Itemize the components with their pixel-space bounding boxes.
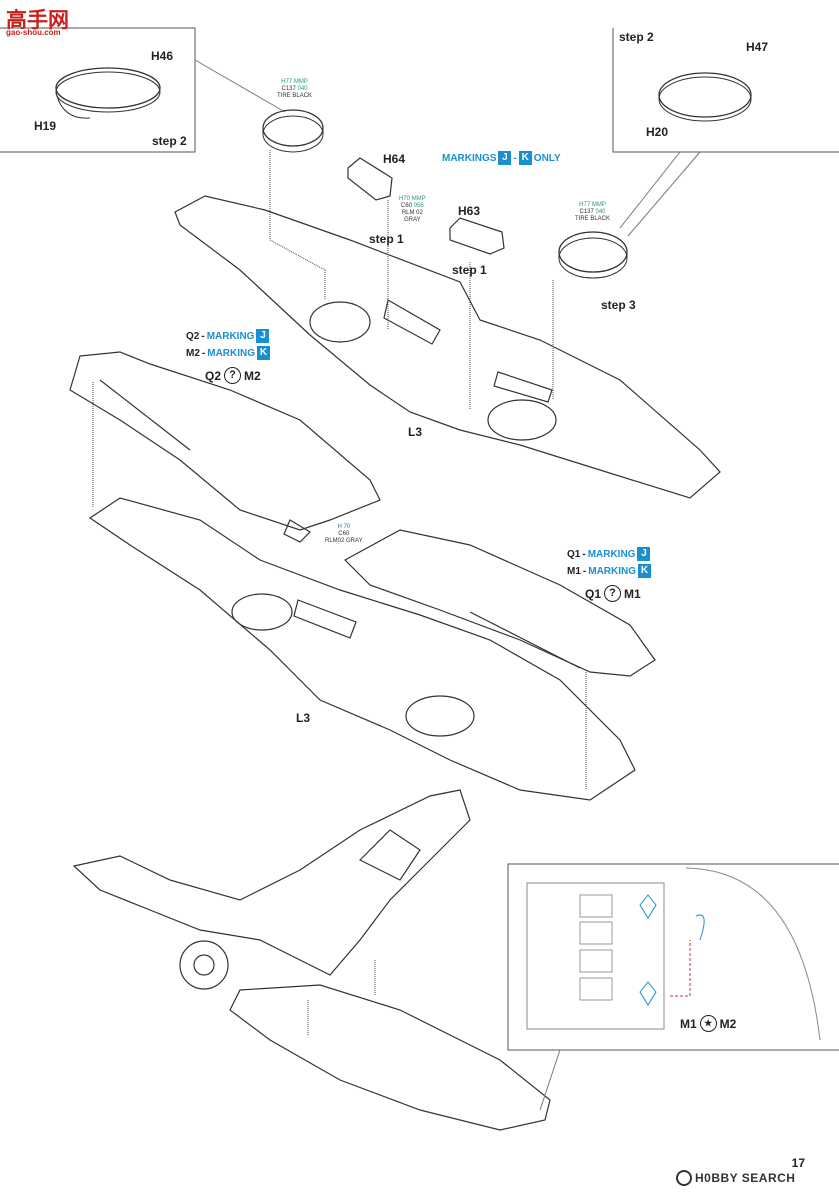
paint-callout-rlm02-bottom: H 70 C60 RLM02 GRAY xyxy=(325,524,363,544)
site-logo: 高手网 gao-shou.com xyxy=(4,4,72,38)
page-number: 17 xyxy=(791,1156,805,1170)
paint-callout-tire-left: H77 MMP C137 040 TIRE BLACK xyxy=(277,79,313,99)
wheel-well-ring-right xyxy=(558,231,628,279)
step-label-3: step 3 xyxy=(601,298,636,312)
part-label-h20: H20 xyxy=(646,125,669,139)
marking-box-j: J xyxy=(498,151,512,165)
marking-q2: Q2 - MARKING J xyxy=(186,329,270,343)
question-icon: ? xyxy=(224,367,242,384)
logo-url: gao-shou.com xyxy=(6,28,61,37)
hobby-search-watermark: H0BBY SEARCH xyxy=(676,1170,795,1186)
upper-wing xyxy=(69,351,381,543)
option-q1-m1: Q1 ? M1 xyxy=(585,585,641,602)
paint-callout-rlm02-top: H70 MMP C60 056 RLM 02 GRAY xyxy=(399,196,426,223)
marking-q1: Q1 - MARKING J xyxy=(567,547,651,561)
part-label-h19: H19 xyxy=(34,119,57,133)
marking-m2: M2 - MARKING K xyxy=(186,346,271,360)
option-mask-m1-m2: M1 ★ M2 xyxy=(680,1015,737,1032)
part-label-l3-bottom: L3 xyxy=(296,711,311,725)
inset-right-ring xyxy=(658,72,752,122)
lower-wing-panel-top xyxy=(174,195,721,499)
marking-box-k: K xyxy=(518,151,532,165)
inset-step-label-left: step 2 xyxy=(152,134,187,148)
markings-only-tag: MARKINGS J - K ONLY xyxy=(442,151,561,165)
marking-m1: M1 - MARKING K xyxy=(567,564,652,578)
part-label-h47: H47 xyxy=(746,40,769,54)
inset-frame-right xyxy=(612,28,839,153)
part-label-h46: H46 xyxy=(151,49,174,63)
lower-wing-panel-middle xyxy=(88,497,636,801)
part-h64 xyxy=(347,157,393,201)
part-label-h64: H64 xyxy=(383,152,406,166)
mask-inset xyxy=(507,863,839,1051)
part-label-l3-top: L3 xyxy=(408,425,423,439)
wheel-well-ring-left xyxy=(262,109,324,153)
assembled-aircraft xyxy=(72,789,551,1131)
hobby-search-logo-icon xyxy=(676,1170,692,1186)
paint-callout-tire-right: H77 MMP C137 040 TIRE BLACK xyxy=(575,202,611,222)
assembly-guides xyxy=(92,150,587,1035)
step-label-1b: step 1 xyxy=(452,263,487,277)
inset-step-label-right: step 2 xyxy=(619,30,654,44)
option-q2-m2: Q2 ? M2 xyxy=(205,367,261,384)
upper-wing-right xyxy=(344,529,656,677)
question-icon: ? xyxy=(604,585,622,602)
logo-title: 高手网 xyxy=(6,8,69,32)
mask-icon: ★ xyxy=(699,1015,717,1032)
part-h63 xyxy=(449,217,505,255)
inset-left-ring xyxy=(55,67,161,119)
part-label-h63: H63 xyxy=(458,204,481,218)
inset-frame-left xyxy=(0,27,196,153)
step-label-1a: step 1 xyxy=(369,232,404,246)
